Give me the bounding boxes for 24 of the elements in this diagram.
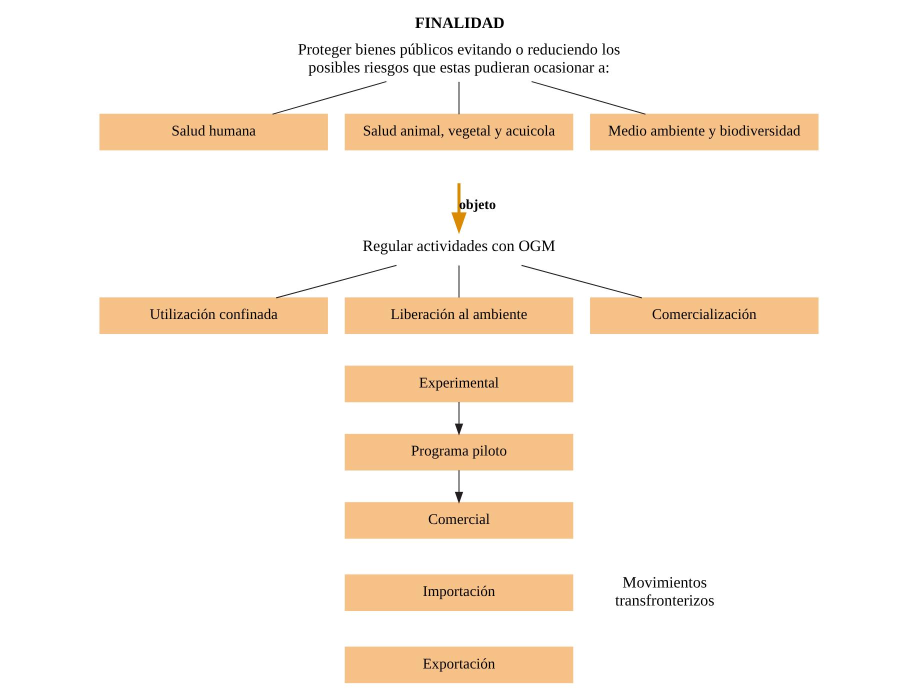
node-box: Comercialización	[590, 297, 818, 334]
node-box: Programa piloto	[344, 434, 573, 470]
node-box: Liberación al ambiente	[344, 297, 573, 334]
node-text: Proteger bienes públicos evitando o reduciendo los posibles riesgos que estas pudieran ocasionar a:	[297, 42, 620, 76]
connector	[530, 81, 646, 115]
arrow	[454, 402, 463, 436]
node-box: Exportación	[344, 646, 573, 684]
connector	[520, 264, 642, 298]
diagram-title: FINALIDAD	[414, 14, 504, 32]
node-box: Importación	[344, 574, 573, 611]
connector	[458, 81, 459, 115]
arrow	[454, 470, 463, 504]
node-box: Experimental	[344, 366, 573, 402]
connector	[272, 81, 386, 115]
node-box: Medio ambiente y biodiversidad	[590, 114, 818, 150]
node-box: Salud humana	[98, 114, 328, 150]
node-box: Utilización confinada	[98, 297, 328, 334]
arrow	[450, 183, 466, 234]
label: Movimientos transfronterizos	[614, 574, 714, 610]
node-box: Salud animal, vegetal y acuicola	[344, 114, 573, 150]
connector	[458, 265, 459, 298]
node-text: Regular actividades con OGM	[362, 238, 555, 256]
node-box: Comercial	[344, 502, 573, 539]
connector	[275, 264, 396, 298]
